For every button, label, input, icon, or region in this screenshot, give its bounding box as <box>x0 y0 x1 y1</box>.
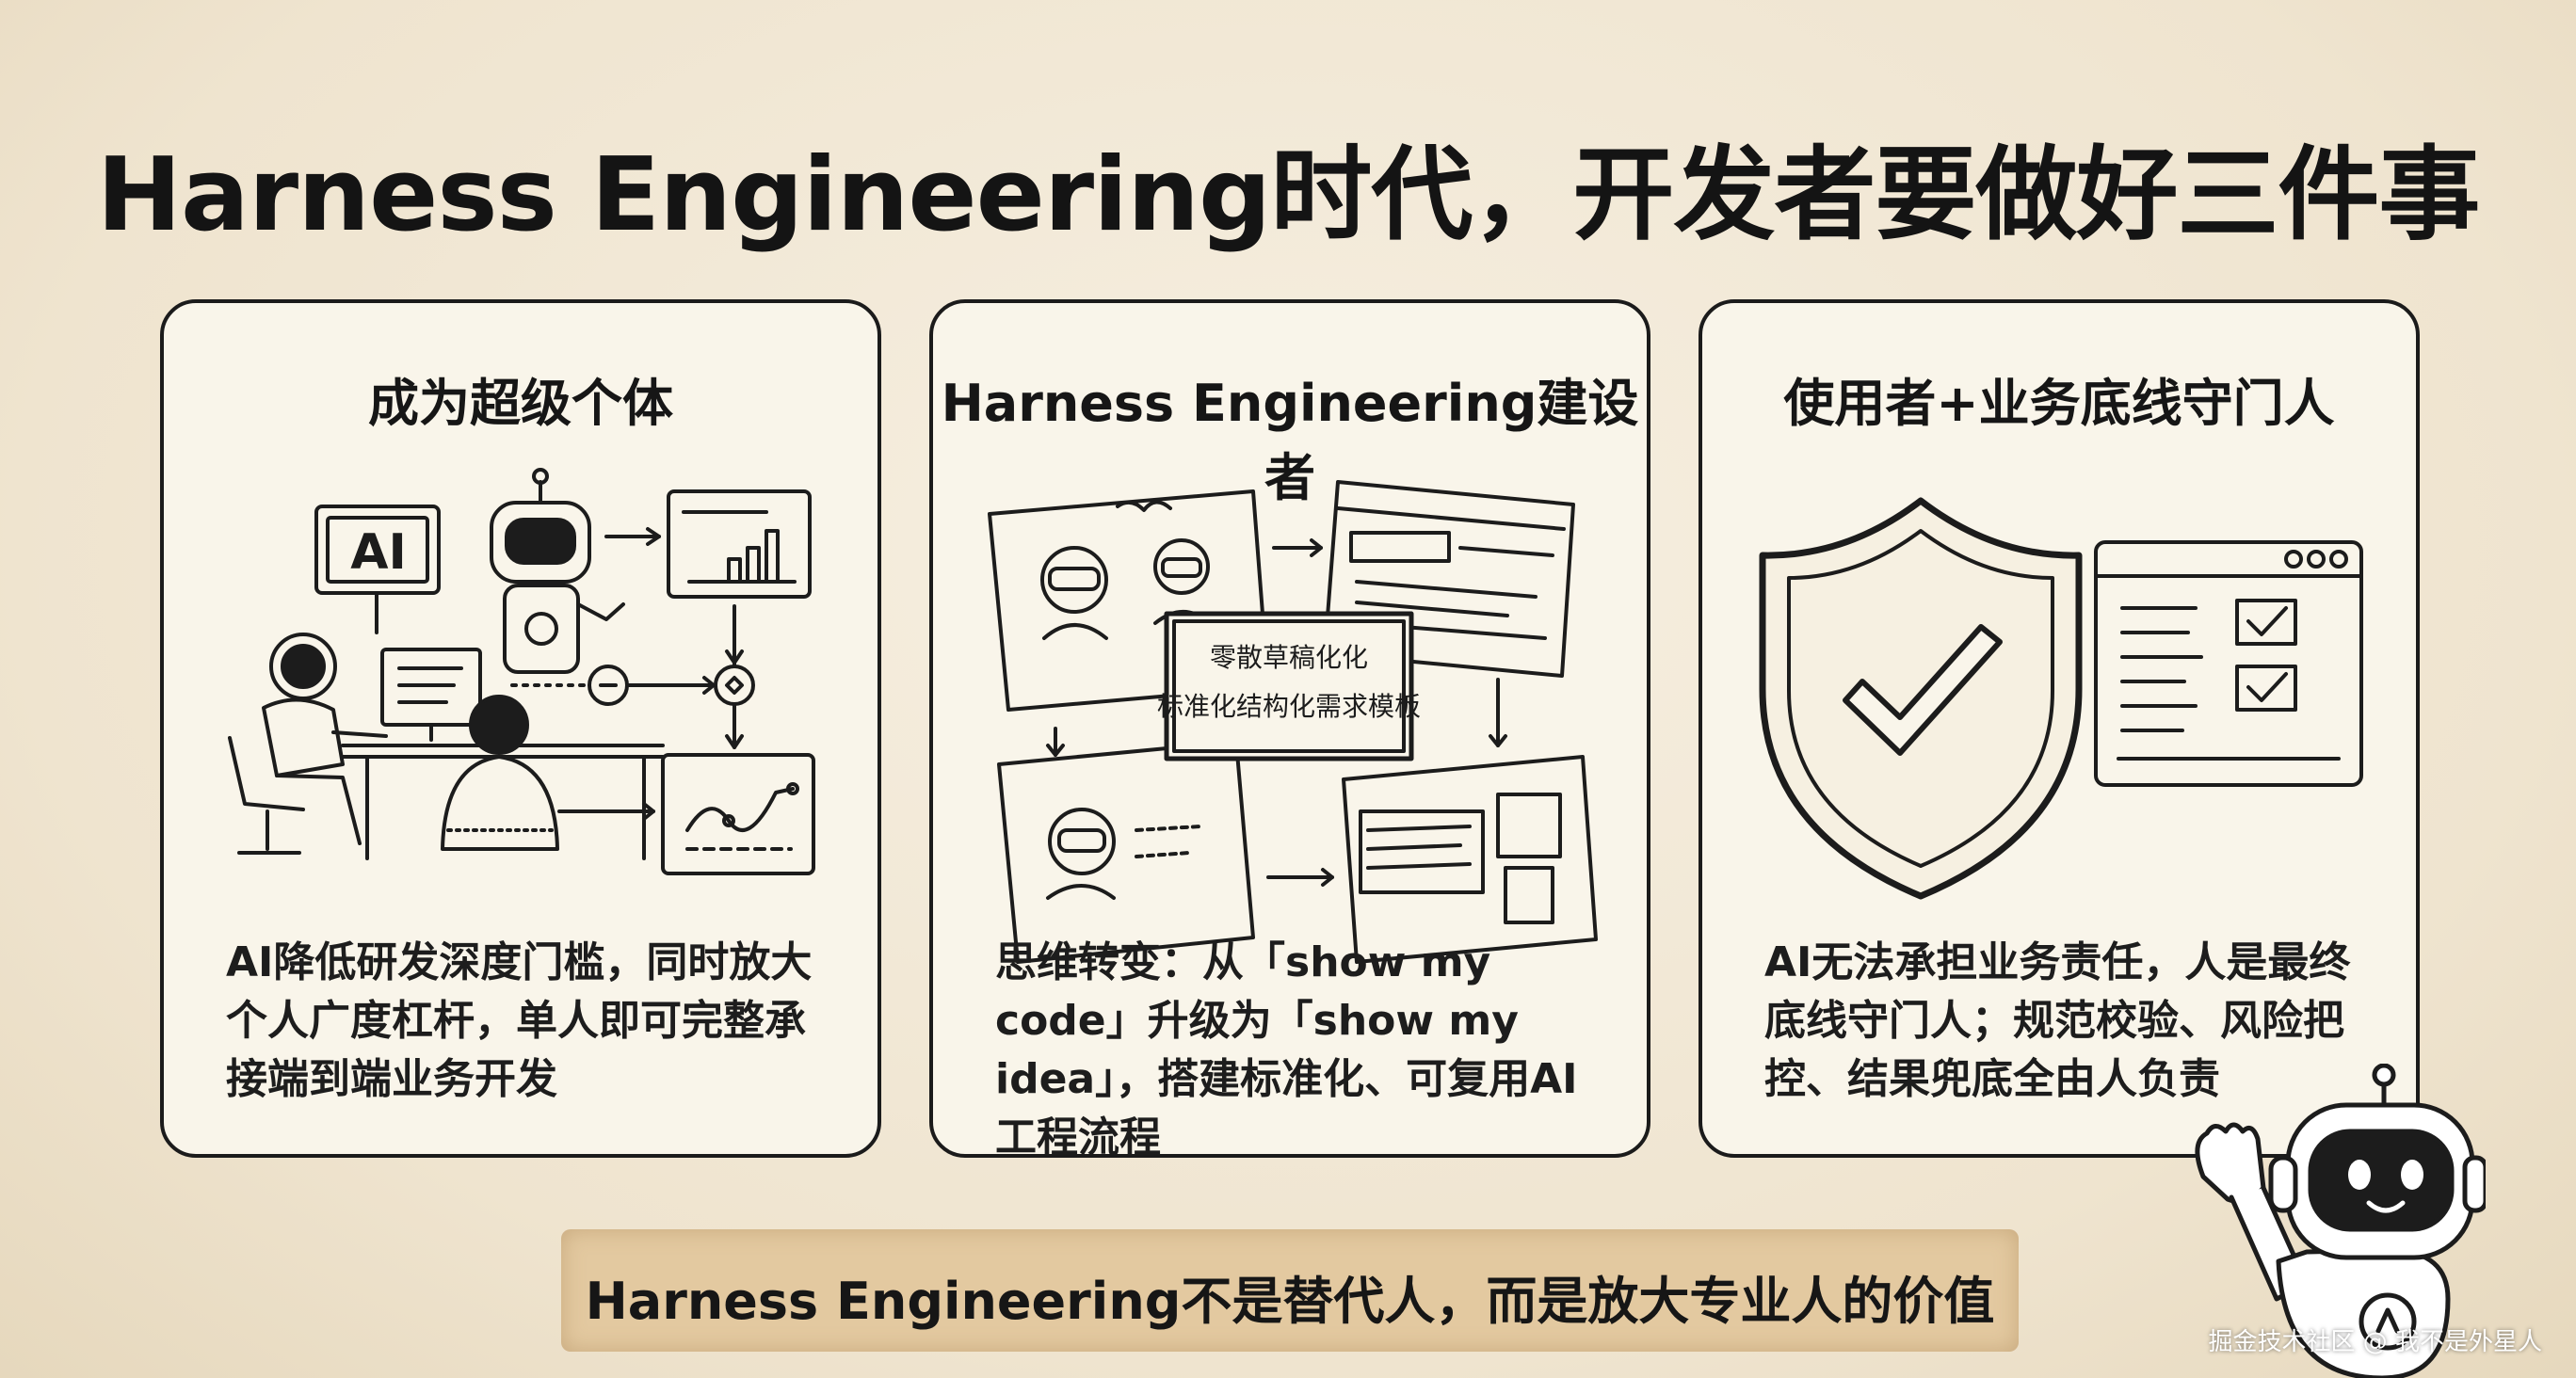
gatekeeper-illustration <box>1759 497 2363 900</box>
template-label-draft: 零散草稿化化 <box>1210 642 1368 673</box>
super-individual-illustration: AI <box>228 468 815 875</box>
card-description: 思维转变：从「show my code」升级为「show my idea」，搭建… <box>995 938 1578 1162</box>
card-title: 使用者+业务底线守门人 <box>1783 374 2335 433</box>
template-label-standard: 标准化结构化需求模板 <box>1157 691 1421 722</box>
card-gatekeeper: 使用者+业务底线守门人 AI无法承担业务责任，人是最终底线守门人；规范校验、风险… <box>1699 299 2420 1158</box>
ai-box-label: AI <box>350 524 407 581</box>
card-description: AI降低研发深度门槛，同时放大个人广度杠杆，单人即可完整承接端到端业务开发 <box>226 938 813 1103</box>
card-description: AI无法承担业务责任，人是最终底线守门人；规范校验、风险把控、结果兜底全由人负责 <box>1764 938 2351 1103</box>
card-title: 成为超级个体 <box>368 374 673 433</box>
watermark: 掘金技术社区 @ 我不是外星人 <box>2208 1328 2542 1356</box>
banner-text: Harness Engineering不是替代人，而是放大专业人的价值 <box>585 1272 1995 1331</box>
card-title: Harness Engineering建设者 <box>941 374 1639 507</box>
harness-builder-illustration: 零散草稿化化 标准化结构化需求模板 <box>988 480 1598 964</box>
card-super-individual: 成为超级个体 <box>160 299 881 1158</box>
robot-mascot-icon <box>2195 1064 2486 1378</box>
summary-banner: Harness Engineering不是替代人，而是放大专业人的价值 <box>561 1229 2019 1352</box>
page-title: Harness Engineering时代，开发者要做好三件事 <box>96 136 2481 254</box>
card-harness-builder: Harness Engineering建设者 <box>929 299 1650 1162</box>
